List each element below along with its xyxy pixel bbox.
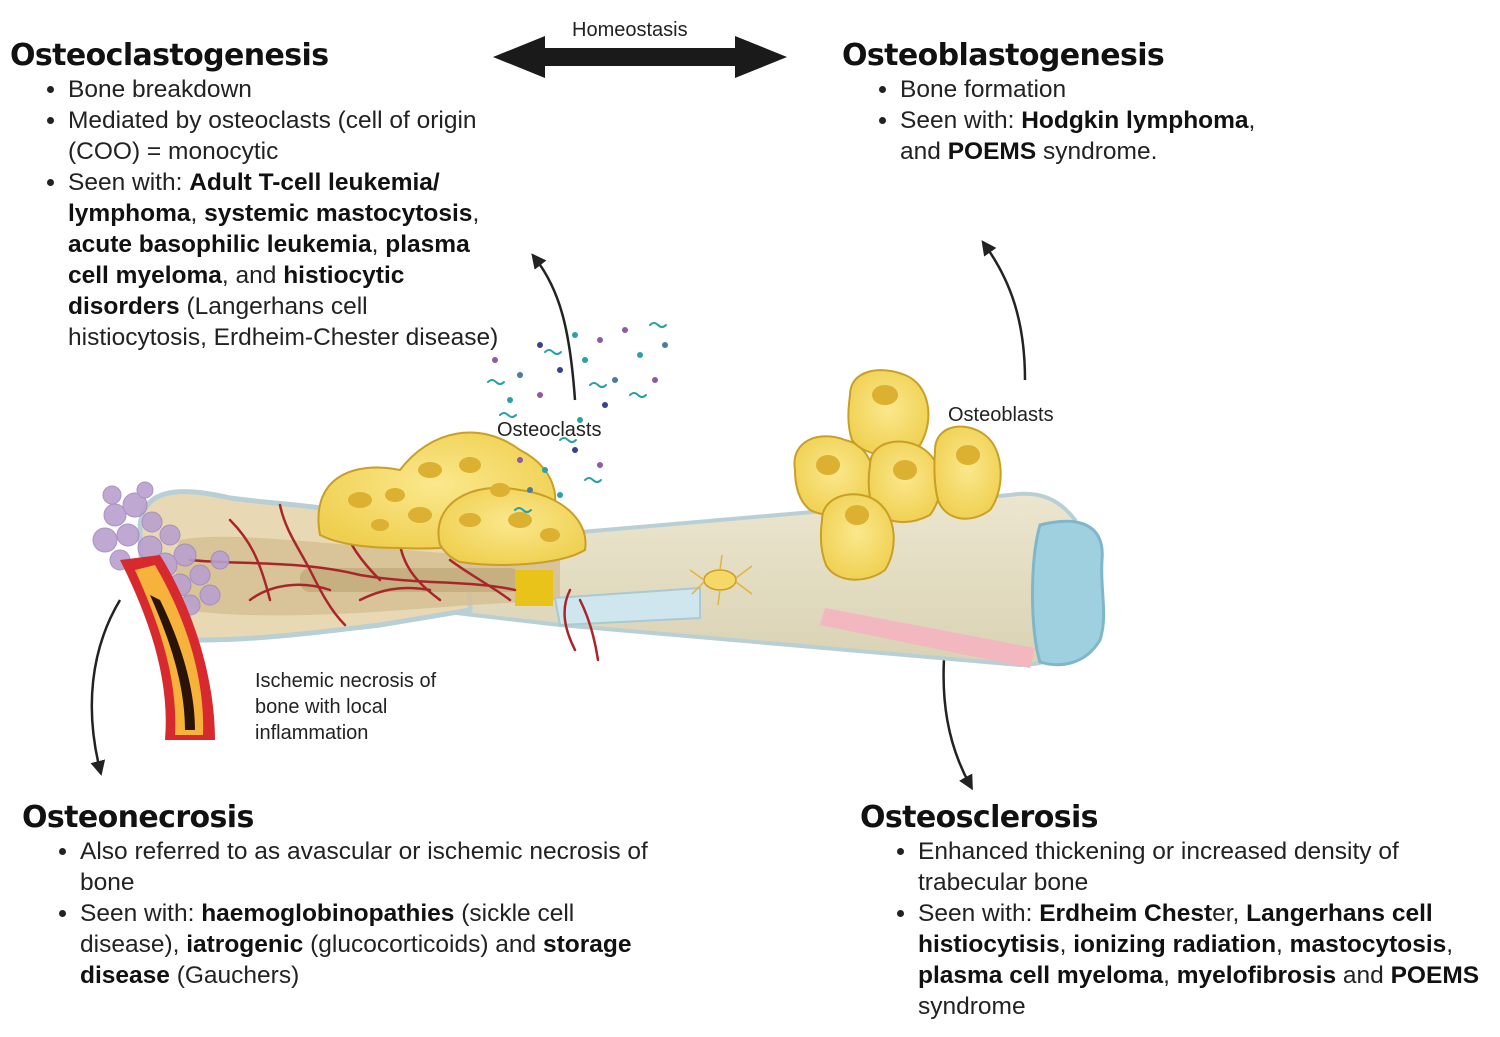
list-item: Bone formation (900, 74, 1262, 105)
bullet-text: Enhanced thickening or increased density… (918, 838, 1399, 896)
osteosclerosis-title: Osteosclerosis (860, 800, 1099, 835)
osteoblasts-label: Osteoblasts (948, 404, 1054, 426)
osteonecrosis-block: Osteonecrosis Also referred to as avascu… (22, 800, 662, 991)
disease-name: Adult T-cell leukemia/ lymphoma (68, 169, 440, 227)
list-item: Enhanced thickening or increased density… (918, 836, 1490, 898)
bullet-text: (Gauchers) (169, 962, 300, 989)
osteoclastogenesis-list: Bone breakdown Mediated by osteoclasts (… (10, 74, 500, 353)
bullet-text: syndrome. (1036, 138, 1158, 165)
cortex-channel (553, 586, 701, 627)
osteoblastogenesis-block: Osteoblastogenesis Bone formation Seen w… (842, 38, 1262, 167)
bullet-text: (glucocorticoids) and (303, 931, 543, 958)
osteoclasts-cells (317, 431, 587, 566)
osteosclerosis-list: Enhanced thickening or increased density… (860, 836, 1490, 1022)
osteoclastogenesis-title: Osteoclastogenesis (10, 38, 329, 73)
disease-name: mastocytosis (1289, 931, 1447, 958)
disease-name: iatrogenic (186, 931, 304, 958)
arrow-to-osteosclerosis (942, 644, 973, 791)
bullet-text: , (371, 231, 386, 258)
disease-name: Erdheim Chest (1039, 900, 1213, 927)
bullet-text: (sickle cell disease), (80, 900, 575, 958)
periosteum-pink (820, 608, 1035, 668)
secreted-factors (492, 327, 668, 498)
osteoblasts-cells (793, 369, 1002, 581)
disease-name: ionizing radiation (1073, 931, 1277, 958)
homeostasis-arrow (493, 36, 787, 78)
disease-name: POEMS (1390, 962, 1480, 989)
osteoclastogenesis-block: Osteoclastogenesis Bone breakdown Mediat… (10, 38, 500, 353)
homeostasis-label: Homeostasis (572, 19, 688, 41)
bullet-text: Seen with: (918, 900, 1040, 927)
bullet-text: Seen with: (80, 900, 202, 927)
bullet-text: Bone formation (900, 76, 1067, 103)
osteocyte (689, 554, 753, 606)
list-item: Seen with: Hodgkin lymphoma, and POEMS s… (900, 105, 1262, 167)
osteoblastogenesis-list: Bone formation Seen with: Hodgkin lympho… (842, 74, 1262, 167)
disease-name: storage disease (80, 931, 632, 989)
disease-name: plasma cell myeloma (68, 231, 470, 289)
list-item: Seen with: Erdheim Chester, Langerhans c… (918, 898, 1490, 1022)
disease-name: histiocytic disorders (68, 262, 405, 320)
list-item: Bone breakdown (68, 74, 500, 105)
disease-name: systemic mastocytosis (204, 200, 473, 227)
bullet-text: , (1446, 931, 1454, 958)
osteonecrosis-list: Also referred to as avascular or ischemi… (22, 836, 662, 991)
ischemic-necrosis-label: Ischemic necrosis of bone with local inf… (255, 670, 437, 744)
bullet-text: Mediated by osteoclasts (cell of origin … (68, 107, 477, 165)
disease-name: Hodgkin lymphoma (1021, 107, 1249, 134)
osteosclerosis-block: Osteosclerosis Enhanced thickening or in… (860, 800, 1490, 1022)
disease-name: plasma cell myeloma (918, 962, 1164, 989)
bullet-text: , (190, 200, 205, 227)
bullet-text: , and (900, 107, 1256, 165)
osteoblastogenesis-title: Osteoblastogenesis (842, 38, 1165, 73)
disease-name: POEMS (947, 138, 1037, 165)
list-item: Also referred to as avascular or ischemi… (80, 836, 662, 898)
arrow-to-osteoblastogenesis (981, 240, 1027, 381)
osteonecrosis-title: Osteonecrosis (22, 800, 254, 835)
bullet-text: (Langerhans cell histiocytosis, Erdheim-… (68, 293, 499, 351)
bullet-text: , (472, 200, 480, 227)
bone (137, 489, 1106, 668)
arrow-to-osteoclastogenesis (531, 253, 577, 401)
bullet-text: syndrome (918, 993, 1026, 1020)
list-item: Seen with: Adult T-cell leukemia/ lympho… (68, 167, 500, 353)
bullet-text: Bone breakdown (68, 76, 252, 103)
bullet-text: and (1336, 962, 1391, 989)
bullet-text: , (1059, 931, 1074, 958)
arrow-to-osteonecrosis (90, 599, 122, 776)
bullet-text: , and (221, 262, 284, 289)
growth-plate (515, 570, 553, 606)
process-arrows (90, 240, 1027, 791)
necrotic-vessel (120, 555, 215, 740)
bullet-text: Seen with: (68, 169, 190, 196)
osteoclasts-label: Osteoclasts (497, 419, 602, 441)
bullet-text: Seen with: (900, 107, 1022, 134)
disease-name: haemoglobinopathies (201, 900, 455, 927)
list-item: Mediated by osteoclasts (cell of origin … (68, 105, 500, 167)
list-item: Seen with: haemoglobinopathies (sickle c… (80, 898, 662, 991)
osteoblast-nuclei (816, 385, 980, 525)
disease-name: acute basophilic leukemia (68, 231, 372, 258)
bullet-text: , (1163, 962, 1177, 989)
secreted-squiggles (487, 322, 667, 513)
disease-name: Langerhans cell histiocytisis (918, 900, 1433, 958)
bullet-text: , (1276, 931, 1290, 958)
bullet-text: Also referred to as avascular or ischemi… (80, 838, 648, 896)
bullet-text: er, (1212, 900, 1247, 927)
cartilage-cap (1031, 519, 1106, 667)
disease-name: myelofibrosis (1176, 962, 1337, 989)
blood-vessels (188, 503, 600, 662)
